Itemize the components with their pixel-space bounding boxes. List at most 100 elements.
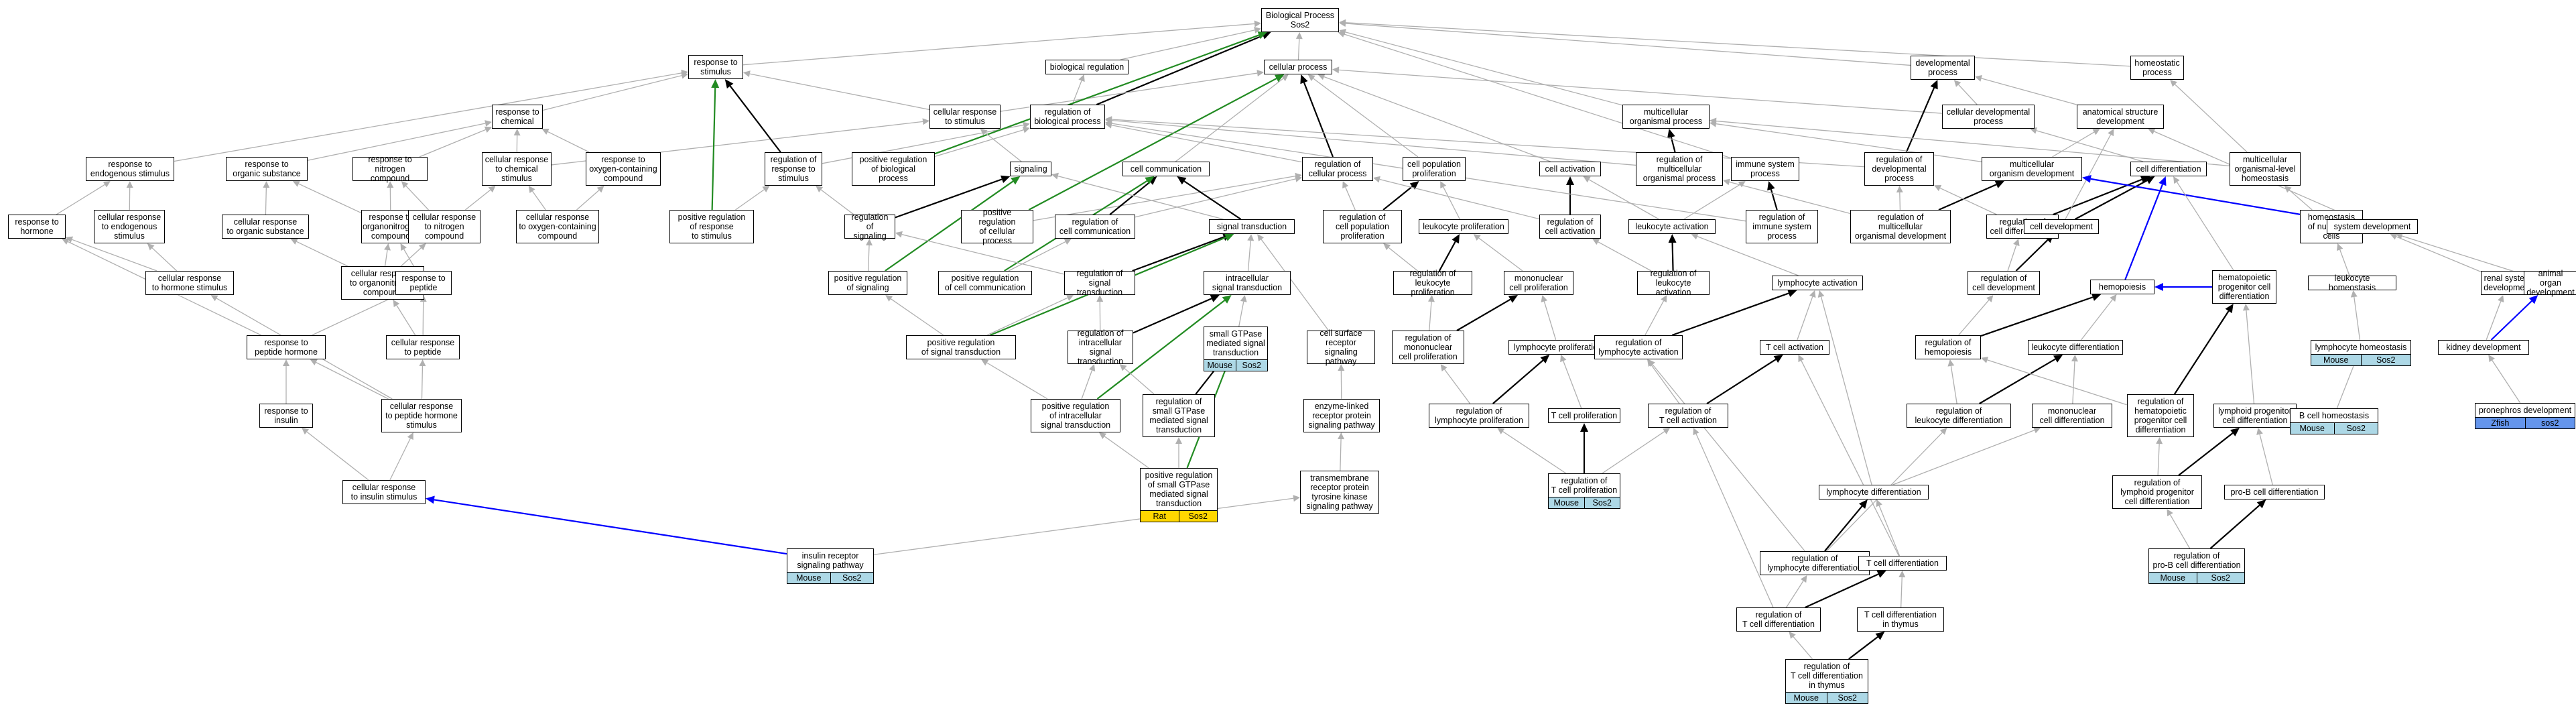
go-term-node[interactable]: cellular response to nitrogen compound	[408, 210, 480, 243]
go-term-node[interactable]: response to peptide	[395, 271, 452, 295]
go-term-node[interactable]: lymphoid progenitor cell differentiation	[2213, 404, 2297, 428]
go-term-node[interactable]: positive regulation of biological proces…	[852, 152, 935, 186]
go-term-node[interactable]: lymphocyte activation	[1772, 276, 1863, 290]
go-term-node[interactable]: immune system process	[1731, 157, 1799, 181]
go-term-node[interactable]: regulation of intracellular signal trans…	[1068, 329, 1133, 366]
go-term-node[interactable]: regulation of cell communication	[1055, 215, 1135, 239]
go-term-node[interactable]: regulation of biological process	[1030, 105, 1105, 129]
go-term-node[interactable]: kidney development	[2438, 340, 2529, 355]
go-term-node[interactable]: cellular developmental process	[1942, 105, 2035, 129]
go-term-node[interactable]: transmembrane receptor protein tyrosine …	[1300, 471, 1379, 514]
go-term-node[interactable]: pronephros development	[2475, 403, 2575, 418]
go-term-node[interactable]: lymphocyte homeostasis	[2311, 340, 2411, 355]
go-term-node[interactable]: cellular response to chemical stimulus	[482, 152, 552, 186]
go-term-node[interactable]: regulation of immune system process	[1746, 210, 1818, 243]
go-term-node[interactable]: response to hormone	[8, 215, 66, 239]
go-term-node[interactable]: T cell differentiation in thymus	[1857, 607, 1944, 632]
go-term-node[interactable]: regulation of mononuclear cell prolifera…	[1392, 331, 1464, 364]
go-term-node[interactable]: hemopoiesis	[2090, 280, 2154, 294]
go-term-node[interactable]: positive regulation of cell communicatio…	[938, 271, 1032, 295]
go-term-node[interactable]: multicellular organismal process	[1622, 105, 1710, 129]
go-term-node[interactable]: response to peptide hormone	[247, 335, 326, 359]
go-term-node[interactable]: cell surface receptor signaling pathway	[1307, 329, 1375, 366]
go-term-node[interactable]: regulation of response to stimulus	[765, 152, 822, 186]
go-term-node[interactable]: response to oxygen-containing compound	[586, 152, 661, 186]
go-term-node[interactable]: hematopoietic progenitor cell differenti…	[2212, 270, 2276, 304]
go-term-node[interactable]: regulation of lymphoid progenitor cell d…	[2112, 475, 2202, 509]
go-term-node[interactable]: mononuclear cell differentiation	[2032, 404, 2112, 428]
go-term-node[interactable]: positive regulation of signal transducti…	[906, 335, 1016, 359]
go-term-node[interactable]: response to stimulus	[688, 55, 743, 79]
go-term-node[interactable]: regulation of T cell activation	[1648, 404, 1728, 428]
go-term-node[interactable]: positive regulation of signaling	[828, 271, 907, 295]
go-term-node[interactable]: cell development	[2024, 219, 2099, 234]
go-term-node[interactable]: homeostatic process	[2130, 56, 2184, 80]
go-term-node[interactable]: regulation of leukocyte proliferation	[1393, 269, 1472, 297]
go-term-node[interactable]: regulation of leukocyte activation	[1637, 269, 1710, 297]
go-term-node[interactable]: mononuclear cell proliferation	[1504, 271, 1573, 295]
go-term-node[interactable]: enzyme-linked receptor protein signaling…	[1303, 399, 1380, 432]
go-term-node[interactable]: T cell proliferation	[1548, 408, 1620, 423]
go-term-node[interactable]: cell population proliferation	[1403, 157, 1466, 181]
go-term-node[interactable]: cell differentiation	[2130, 162, 2207, 176]
go-term-node[interactable]: small GTPase mediated signal transductio…	[1204, 327, 1268, 360]
go-term-node[interactable]: leukocyte activation	[1628, 219, 1716, 234]
go-term-node[interactable]: renal system development	[2481, 271, 2534, 295]
go-term-node[interactable]: regulation of cell development	[1968, 271, 2040, 295]
go-term-node[interactable]: leukocyte proliferation	[1419, 219, 1508, 234]
go-term-node[interactable]: lymphocyte proliferation	[1508, 340, 1608, 355]
go-term-node[interactable]: response to nitrogen compound	[352, 155, 428, 183]
go-term-node[interactable]: response to endogenous stimulus	[86, 157, 174, 181]
go-term-node[interactable]: regulation of signal transduction	[1064, 269, 1135, 297]
go-term-node[interactable]: regulation of T cell differentiation in …	[1785, 659, 1868, 693]
go-term-node[interactable]: cell communication	[1122, 162, 1210, 176]
go-term-node[interactable]: T cell activation	[1760, 340, 1829, 355]
go-term-node[interactable]: animal organ development	[2524, 269, 2576, 297]
go-term-node[interactable]: positive regulation of response to stimu…	[669, 210, 754, 243]
go-term-node[interactable]: biological regulation	[1045, 60, 1129, 74]
go-term-node[interactable]: signal transduction	[1209, 219, 1295, 234]
go-term-node[interactable]: cellular response to stimulus	[929, 105, 1001, 129]
go-term-node[interactable]: intracellular signal transduction	[1204, 271, 1291, 295]
go-term-node[interactable]: B cell homeostasis	[2290, 408, 2378, 423]
go-term-node[interactable]: regulation of small GTPase mediated sign…	[1143, 394, 1215, 437]
go-term-node[interactable]: regulation of signaling	[844, 213, 895, 241]
go-term-node[interactable]: cellular process	[1264, 60, 1332, 74]
go-term-node[interactable]: T cell differentiation	[1858, 556, 1947, 571]
go-term-node[interactable]: regulation of hemopoiesis	[1915, 335, 1981, 359]
go-term-node[interactable]: leukocyte homeostasis	[2308, 274, 2396, 292]
go-term-node[interactable]: positive regulation of small GTPase medi…	[1140, 468, 1218, 511]
go-term-node[interactable]: cellular response to peptide hormone sti…	[381, 399, 462, 432]
go-term-node[interactable]: anatomical structure development	[2077, 105, 2164, 129]
go-term-node[interactable]: system development	[2327, 219, 2418, 234]
go-term-node[interactable]: positive regulation of cellular process	[961, 208, 1033, 245]
go-term-node[interactable]: regulation of lymphocyte activation	[1594, 335, 1683, 359]
go-term-node[interactable]: regulation of leukocyte differentiation	[1907, 404, 2011, 428]
go-term-node[interactable]: regulation of lymphocyte proliferation	[1429, 404, 1529, 428]
go-term-node[interactable]: leukocyte differentiation	[2028, 340, 2123, 355]
go-term-node[interactable]: regulation of developmental process	[1864, 152, 1934, 186]
go-term-node[interactable]: response to insulin	[259, 404, 313, 428]
go-term-node[interactable]: response to organic substance	[226, 157, 308, 181]
go-term-node[interactable]: regulation of T cell proliferation	[1548, 473, 1620, 497]
go-term-node[interactable]: lymphocyte differentiation	[1819, 485, 1929, 499]
go-term-node[interactable]: cellular response to organic substance	[222, 215, 309, 239]
go-term-node[interactable]: regulation of hematopoietic progenitor c…	[2127, 394, 2194, 437]
go-term-node[interactable]: multicellular organismal-level homeostas…	[2230, 152, 2301, 186]
go-term-node[interactable]: insulin receptor signaling pathway	[787, 548, 874, 573]
go-term-node[interactable]: cellular response to oxygen-containing c…	[516, 210, 599, 243]
go-term-node[interactable]: cell activation	[1539, 162, 1601, 176]
go-term-node[interactable]: regulation of lymphocyte differentiation	[1760, 551, 1870, 575]
go-term-node[interactable]: regulation of T cell differentiation	[1736, 607, 1821, 632]
go-term-node[interactable]: response to chemical	[492, 105, 543, 129]
go-term-node[interactable]: positive regulation of intracellular sig…	[1031, 399, 1120, 432]
go-term-node[interactable]: regulation of cellular process	[1302, 157, 1373, 181]
go-term-node[interactable]: multicellular organism development	[1982, 157, 2082, 181]
go-term-node[interactable]: regulation of cell population proliferat…	[1323, 210, 1402, 243]
go-term-node[interactable]: pro-B cell differentiation	[2224, 485, 2325, 499]
go-term-node[interactable]: regulation of multicellular organismal p…	[1636, 152, 1723, 186]
go-term-node[interactable]: regulation of cell activation	[1539, 215, 1601, 239]
go-term-node[interactable]: signaling	[1010, 162, 1051, 176]
go-term-node[interactable]: cellular response to endogenous stimulus	[94, 210, 165, 243]
go-term-node[interactable]: cellular response to insulin stimulus	[342, 480, 426, 504]
